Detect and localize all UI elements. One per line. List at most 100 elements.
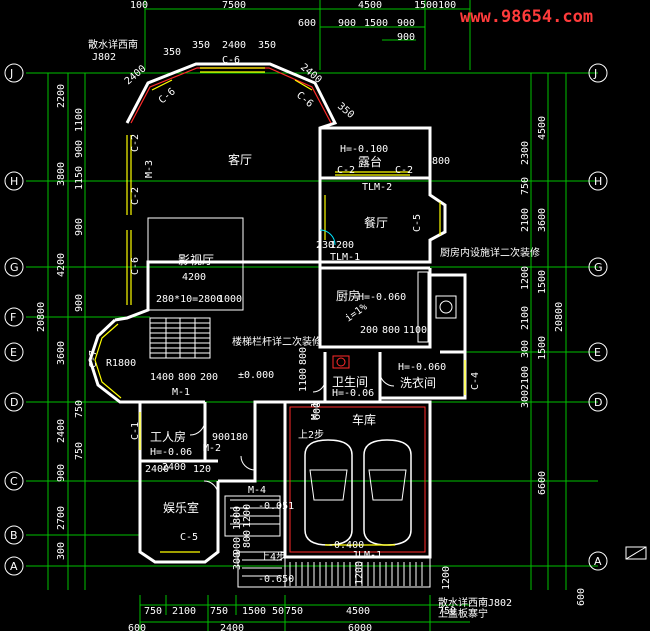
kitchen-fixtures bbox=[332, 271, 457, 369]
dim-m800: 800 bbox=[178, 372, 196, 383]
terrace-level: H=-0.100 bbox=[340, 144, 388, 155]
left-axis-bubbles: J H G F E D C B A bbox=[4, 63, 24, 576]
axis-label-a-right: A bbox=[594, 555, 602, 568]
water-detail-code: J802 bbox=[92, 52, 116, 63]
dim-t800: 800 bbox=[298, 347, 309, 365]
rail-note: 楼梯栏杆详二次装修 bbox=[232, 335, 322, 348]
dim-v900: 900 bbox=[232, 537, 243, 555]
dim-350-d: 350 bbox=[335, 101, 356, 121]
room-labels: 客厅 H=-0.100 露台 餐厅 影视厅 4200 280*10=2800 1… bbox=[150, 144, 446, 515]
tag-c4: C-4 bbox=[470, 372, 481, 390]
dim-350-c: 350 bbox=[258, 40, 276, 51]
dim-v300: 300 bbox=[232, 552, 243, 570]
laundry-level: H=-0.060 bbox=[398, 362, 446, 373]
axis-label-g-right: G bbox=[594, 261, 603, 274]
notes: 散水详西南 J802 厨房内设施详二次装修 楼梯栏杆详二次装修 散水详西南J80… bbox=[88, 38, 540, 620]
top-dim-4500: 4500 bbox=[358, 0, 382, 11]
right-dim-3600: 3600 bbox=[537, 208, 548, 232]
room-garage: 车库 bbox=[352, 412, 376, 427]
axis-label-b-left: B bbox=[10, 529, 18, 542]
dim-m1400: 1400 bbox=[150, 372, 174, 383]
dim-350-b: 350 bbox=[192, 40, 210, 51]
tag-c6-top: C-6 bbox=[222, 55, 240, 66]
level-0400: -0.400 bbox=[328, 540, 364, 551]
top-dim-1500100: 1500100 bbox=[414, 0, 456, 11]
bottom-dimensions: 750 2100 750 1500 4500 750 600 2400 6000… bbox=[128, 595, 456, 631]
level-0650: -0.650 bbox=[258, 574, 294, 585]
room-kitchen: 厨房 bbox=[336, 288, 360, 303]
bottom-dim-2400: 2400 bbox=[220, 623, 244, 631]
theater-extra-dim: 1000 bbox=[218, 294, 242, 305]
right-dim-2100: 2100 bbox=[520, 208, 531, 232]
tag-c2-left-2: C-2 bbox=[130, 187, 141, 205]
axis-label-a-left: A bbox=[10, 560, 18, 573]
tag-r1800: R1800 bbox=[106, 358, 136, 369]
right-dim-4500: 4500 bbox=[537, 116, 548, 140]
dim-t600: 600 bbox=[312, 402, 323, 420]
top-dim-900b: 900 bbox=[397, 18, 415, 29]
dim-k200: 200 bbox=[360, 325, 378, 336]
watermark-text: www.98654.com bbox=[460, 7, 593, 27]
tag-m2: M-2 bbox=[203, 443, 221, 454]
axis-label-j-left: J bbox=[9, 67, 13, 80]
section-symbol bbox=[625, 546, 647, 560]
left-dim-2400: 2400 bbox=[56, 419, 67, 443]
bottom-dim-4500: 4500 bbox=[346, 606, 370, 617]
right-dim-2300: 2300 bbox=[520, 141, 531, 165]
water-detail-note-2b: 上盖板寨宁 bbox=[438, 607, 488, 620]
dim-g1200: 1200 bbox=[354, 561, 365, 585]
top-dim-900: 900 bbox=[338, 18, 356, 29]
axis-label-f-left: F bbox=[10, 311, 16, 324]
dim-230: 230 bbox=[316, 240, 334, 251]
axis-label-c-left: C bbox=[10, 475, 18, 488]
tag-c6-left-diag: C-6 bbox=[157, 86, 178, 106]
tag-m1-toilet: M-1 bbox=[310, 402, 321, 420]
toilet-level: H=-0.06 bbox=[332, 388, 374, 399]
garage-car-left bbox=[304, 439, 353, 546]
axis-label-d-right: D bbox=[594, 396, 602, 409]
right-dim-300: 300 bbox=[520, 340, 531, 358]
bottom-dim-750: 750 bbox=[144, 606, 162, 617]
axis-label-h-left: H bbox=[10, 175, 18, 188]
axis-label-d-left: D bbox=[10, 396, 18, 409]
top-dim-600: 600 bbox=[298, 18, 316, 29]
tag-c1: C-1 bbox=[130, 422, 141, 440]
dim-w120: 120 bbox=[193, 464, 211, 475]
garage-floor-strip bbox=[289, 562, 423, 586]
bottom-dim-50: 50 bbox=[272, 606, 284, 617]
room-laundry: 洗衣间 bbox=[400, 375, 436, 390]
left-dim-2200: 2200 bbox=[56, 84, 67, 108]
tag-tlm2: TLM-2 bbox=[362, 182, 392, 193]
axis-label-e-right: E bbox=[594, 346, 601, 359]
top-dimensions: 100 7500 4500 1500100 600 900 1500 900 9… bbox=[130, 0, 471, 70]
dim-2400-a: 2400 bbox=[222, 40, 246, 51]
dim-w2400: 2400 bbox=[145, 464, 169, 475]
left-dim-3800: 3800 bbox=[56, 162, 67, 186]
tag-c2-left-1: C-2 bbox=[130, 134, 141, 152]
water-detail-note-2: 散水详西南J802 bbox=[438, 596, 512, 609]
dim-v800: 800 bbox=[242, 530, 253, 548]
left-dimensions: 2200 1100 3800 900 1150 4200 900 20800 3… bbox=[36, 84, 85, 560]
door-swings bbox=[189, 229, 395, 496]
tag-c6-left: C-6 bbox=[130, 257, 141, 275]
level-zero: ±0.000 bbox=[238, 370, 274, 381]
room-dining: 餐厅 bbox=[364, 215, 388, 230]
right-dim-750: 750 bbox=[520, 177, 531, 195]
room-theater: 影视厅 bbox=[178, 252, 214, 267]
tag-m4: M-4 bbox=[248, 485, 266, 496]
tag-m3: M-3 bbox=[144, 160, 155, 178]
level-marks: ±0.000 上2步 上4步 -0.051 -0.400 -0.650 i=1% bbox=[238, 302, 369, 585]
room-terrace: 露台 bbox=[358, 154, 382, 169]
axis-label-j-right: J bbox=[593, 67, 597, 80]
right-dim-20800: 20800 bbox=[554, 302, 565, 332]
dim-w180: 180 bbox=[230, 432, 248, 443]
left-dim-750b: 750 bbox=[74, 442, 85, 460]
top-dim-7500: 7500 bbox=[222, 0, 246, 11]
bottom-dim-1500: 1500 bbox=[242, 606, 266, 617]
left-dim-900: 900 bbox=[74, 140, 85, 158]
right-dim-1500b: 1500 bbox=[537, 336, 548, 360]
left-dim-750: 750 bbox=[74, 400, 85, 418]
left-dim-900c: 900 bbox=[74, 294, 85, 312]
